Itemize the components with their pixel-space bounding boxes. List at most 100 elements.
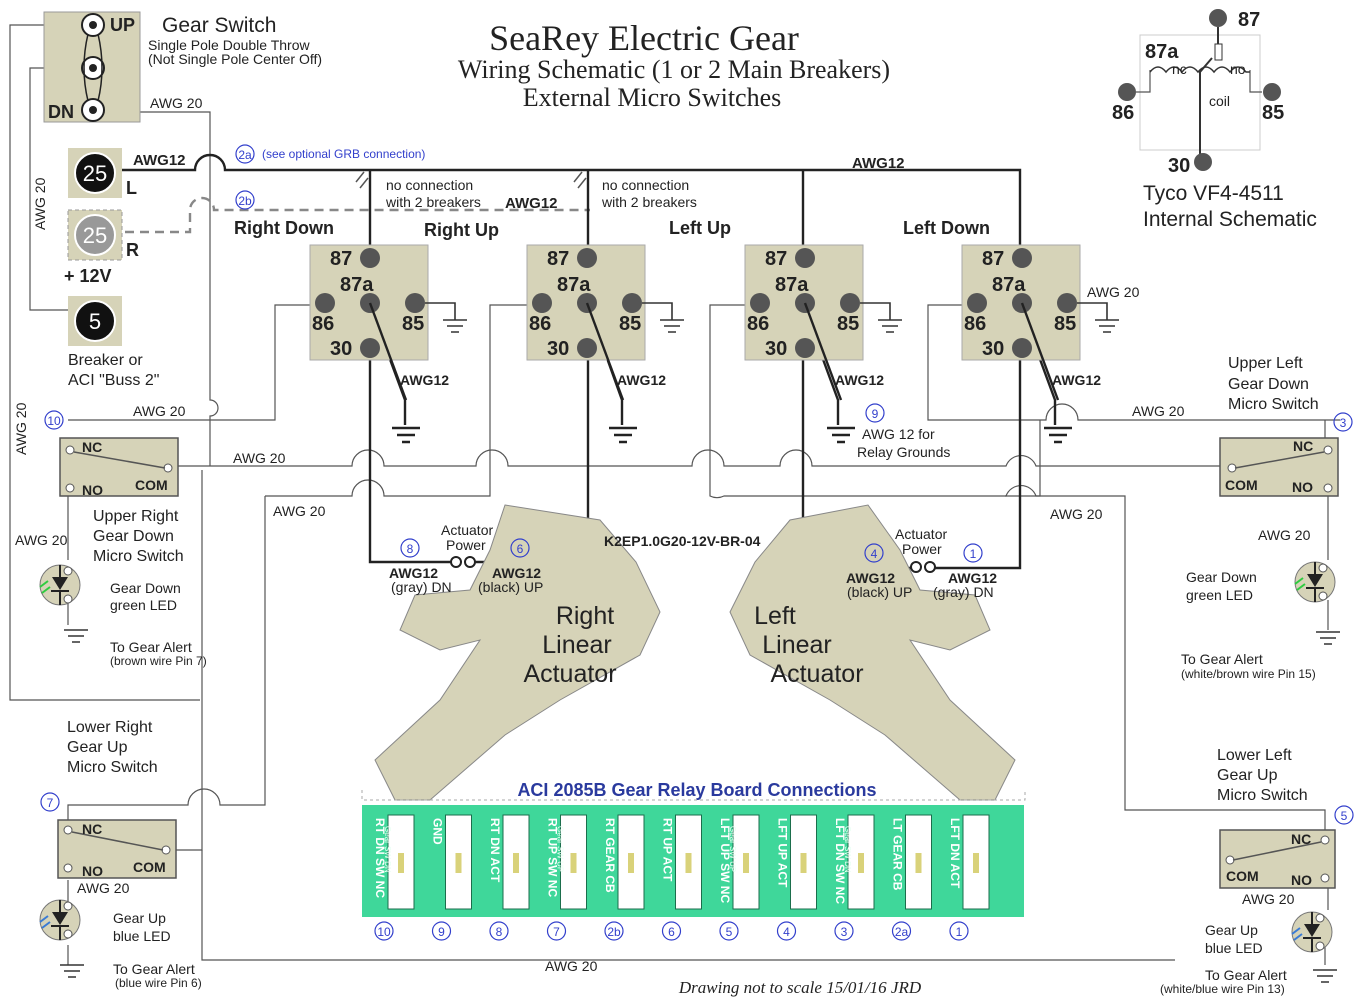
connection-number: 4	[871, 547, 878, 561]
relay-pin: 87a	[340, 274, 374, 296]
wire-label: AWG12	[835, 372, 884, 388]
board-slot-number: 5	[726, 925, 733, 939]
left-linear-actuator	[729, 504, 1016, 801]
wire-label: AWG12	[617, 372, 666, 388]
footer-note: Drawing not to scale 15/01/16 JRD	[678, 978, 922, 997]
breaker-rating: 25	[83, 161, 107, 186]
relay-pin: 30	[982, 338, 1004, 360]
led-label: Gear Down	[110, 580, 181, 596]
wire-label: AWG 20	[32, 177, 48, 230]
relay-pin: 87	[547, 248, 569, 270]
alert-label: (brown wire Pin 7)	[110, 654, 207, 668]
actuator-label: Actuator	[523, 660, 616, 688]
ground-icon	[1316, 631, 1340, 645]
switch-title: Gear Up	[67, 739, 128, 756]
lower-right-micro-switch[interactable]: NC NO COM	[57, 819, 177, 879]
board-slot-label: RT UP SW NC	[546, 818, 560, 897]
breaker-25-left[interactable]: 25	[68, 148, 122, 198]
board-slot-label: LFT UP SW NC	[718, 818, 732, 903]
switch-nc: NC	[82, 439, 102, 455]
alert-label: To Gear Alert	[113, 961, 195, 977]
wire-label: AWG12	[846, 570, 895, 586]
wire-label: AWG 20	[1258, 527, 1311, 543]
gear-switch-dn: DN	[48, 102, 74, 122]
tyco-pin: 87	[1238, 9, 1260, 31]
gear-down-green-led-right	[39, 564, 81, 606]
breaker-5[interactable]: 5	[68, 296, 122, 346]
board-slot-label: RT DN ACT	[488, 818, 502, 883]
page-title: SeaRey Electric Gear	[489, 18, 799, 58]
switch-title: Upper Left	[1228, 355, 1303, 372]
gear-switch-desc1: Single Pole Double Throw	[148, 37, 311, 53]
board-slot-number: 7	[553, 925, 560, 939]
connection-number: 8	[407, 542, 414, 556]
wire-label: AWG12	[492, 565, 541, 581]
board-slot-label: RT DN SW NC	[373, 818, 387, 898]
no-connection-note: no connection	[602, 177, 689, 193]
page-subtitle: External Micro Switches	[523, 83, 782, 112]
upper-left-micro-switch[interactable]: NC NO COM	[1219, 437, 1339, 497]
wire-label: AWG 20	[1050, 506, 1103, 522]
lower-left-micro-switch[interactable]: NC NO COM	[1219, 829, 1336, 889]
board-slot-label: RT UP ACT	[661, 818, 675, 882]
actuator-power: Power	[902, 541, 942, 557]
wire-color-label: (gray) DN	[933, 584, 994, 600]
relay-name: Left Up	[669, 218, 731, 238]
board-title: ACI 2085B Gear Relay Board Connections	[517, 780, 876, 800]
wire-label: AWG12	[505, 195, 558, 212]
connection-number: 1	[970, 547, 977, 561]
connection-number: 9	[872, 407, 879, 421]
gear-switch-title: Gear Switch	[162, 14, 276, 37]
upper-right-micro-switch[interactable]: NC NO COM	[59, 437, 179, 498]
alert-label: To Gear Alert	[1205, 967, 1287, 983]
board-slot-number: 2b	[607, 925, 621, 939]
switch-nc: NC	[1293, 438, 1313, 454]
gear-switch-desc2: (Not Single Pole Center Off)	[148, 51, 322, 67]
actuator-label: Linear	[762, 631, 832, 659]
switch-com: COM	[1226, 868, 1259, 884]
tyco-pin: 86	[1112, 102, 1134, 124]
switch-title: Gear Down	[1228, 376, 1309, 393]
no-connection-note: with 2 breakers	[601, 194, 697, 210]
led-label: Gear Up	[1205, 922, 1258, 938]
alert-label: (white/brown wire Pin 15)	[1181, 667, 1316, 681]
ground-note: AWG 12 for	[862, 426, 935, 442]
board-slot-number: 3	[841, 925, 848, 939]
connection-number: 10	[47, 414, 61, 428]
breaker-25-right[interactable]: 25	[67, 209, 123, 261]
gear-down-green-led-left	[1294, 561, 1336, 603]
led-label: green LED	[1186, 587, 1253, 603]
wire-label: AWG 20	[1087, 284, 1140, 300]
wire-label: AWG12	[400, 372, 449, 388]
awg12-wires	[110, 153, 1057, 570]
switch-com: COM	[135, 477, 168, 493]
board-slot-sublabel: Gear SW DN	[843, 826, 852, 873]
switch-title: Micro Switch	[93, 548, 184, 565]
wire-label: AWG 20	[1132, 403, 1185, 419]
wire-label: AWG12	[948, 570, 997, 586]
actuator-label: Right	[556, 602, 614, 630]
relay-pin: 85	[619, 313, 641, 335]
board-slot-label: LFT DN SW NC	[833, 818, 847, 904]
connection-number: 7	[47, 796, 54, 810]
connection-number: 6	[517, 542, 524, 556]
actuator-label: Linear	[542, 631, 612, 659]
tyco-pin: 30	[1168, 155, 1190, 177]
wire-label: AWG12	[1052, 372, 1101, 388]
switch-com: COM	[1225, 477, 1258, 493]
relay-pin: 86	[312, 313, 334, 335]
board-slot-number: 1	[956, 925, 963, 939]
wire-label: AWG 20	[545, 958, 598, 974]
relay-pin: 87a	[992, 274, 1026, 296]
gear-switch[interactable]: UP DN	[43, 11, 141, 123]
ground-note: Relay Grounds	[857, 444, 950, 460]
led-label: blue LED	[1205, 940, 1263, 956]
